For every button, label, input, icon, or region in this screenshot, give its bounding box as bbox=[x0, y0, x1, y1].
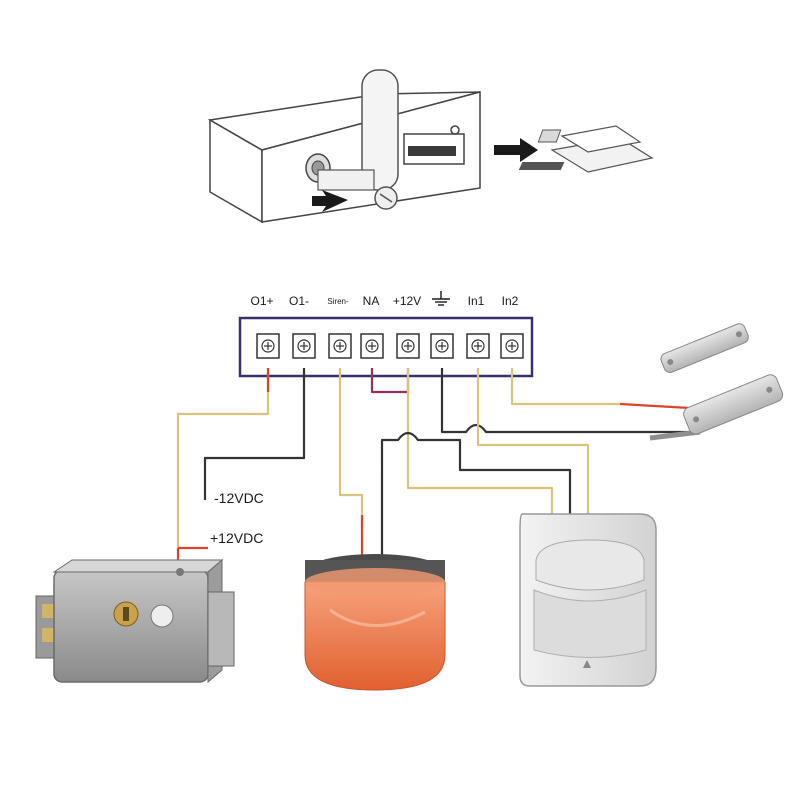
wire-12v bbox=[406, 368, 554, 515]
door-sensor-icon bbox=[660, 323, 784, 435]
antenna-icon bbox=[361, 69, 399, 210]
antenna-connector bbox=[305, 153, 375, 191]
label-plus-12vdc: +12VDC bbox=[210, 530, 263, 546]
arrow-icon bbox=[312, 190, 348, 212]
terminal-label-in2: In2 bbox=[502, 294, 519, 308]
terminal-label-12v: +12V bbox=[393, 294, 421, 308]
wire-siren-gnd bbox=[380, 431, 572, 560]
terminal-screw bbox=[430, 333, 454, 359]
terminal-label-na: NA bbox=[363, 294, 380, 308]
terminal-screw bbox=[466, 333, 490, 359]
terminal-screw bbox=[396, 333, 420, 359]
wire-siren-minus bbox=[338, 368, 364, 530]
terminal-label-siren-minus: Siren- bbox=[327, 297, 349, 306]
terminal-label-in1: In1 bbox=[468, 294, 485, 308]
siren-icon bbox=[304, 554, 446, 691]
pir-sensor-icon bbox=[519, 513, 657, 687]
sim-card-icon bbox=[518, 125, 654, 173]
arrow-right-icon bbox=[494, 138, 538, 162]
terminal-screw bbox=[292, 333, 316, 359]
wire-ground bbox=[440, 368, 690, 434]
terminal-screw bbox=[360, 333, 384, 359]
terminal-screw bbox=[328, 333, 352, 359]
label-minus-12vdc: -12VDC bbox=[214, 490, 264, 506]
ground-icon bbox=[432, 291, 450, 306]
electric-lock-icon bbox=[35, 558, 235, 684]
terminal-label-o1-minus: O1- bbox=[289, 294, 309, 308]
terminal-labels: O1+ O1- Siren- NA +12V In1 In2 bbox=[250, 291, 519, 308]
wire-in2 bbox=[510, 368, 620, 406]
sim-slot bbox=[403, 125, 465, 165]
wire-in1 bbox=[476, 368, 590, 515]
wire-in2-red bbox=[619, 402, 691, 410]
terminal-screws bbox=[256, 333, 524, 359]
terminal-label-o1-plus: O1+ bbox=[250, 294, 273, 308]
terminal-screw bbox=[256, 333, 280, 359]
wire-o1-minus bbox=[203, 368, 306, 500]
terminal-screw bbox=[500, 333, 524, 359]
gsm-module bbox=[207, 69, 654, 224]
